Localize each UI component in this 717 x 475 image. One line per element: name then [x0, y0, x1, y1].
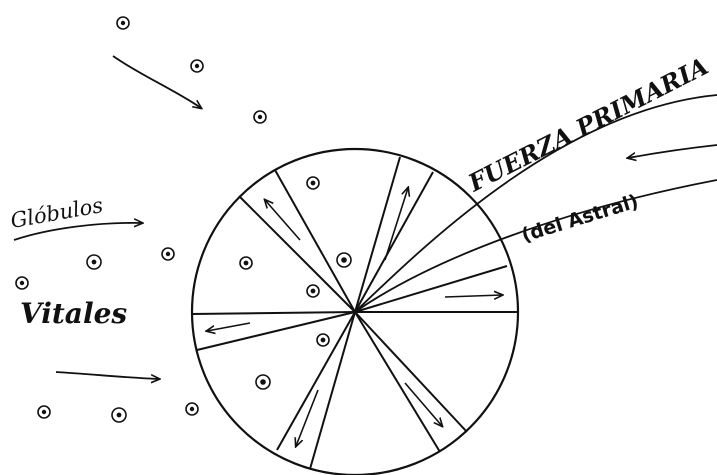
globule-icon	[240, 257, 252, 269]
inner-globules	[240, 177, 351, 389]
globule-icon	[186, 403, 198, 415]
radial-spokes	[192, 157, 518, 469]
curved-arrow-icon	[56, 372, 159, 379]
arrow-right-wedge	[445, 295, 502, 297]
globule-icon	[112, 408, 126, 422]
spoke-upper-left	[239, 196, 355, 312]
globule-icon	[254, 111, 266, 123]
primary-force-arrow-upper	[628, 145, 717, 158]
arrow-left-wedge	[207, 323, 250, 331]
globule-icon	[87, 255, 101, 269]
label-del-astral: (del Astral)	[519, 190, 641, 246]
globule-icon	[191, 60, 203, 72]
curved-arrow-icon	[113, 56, 201, 108]
spoke-left-1	[192, 312, 355, 314]
globule-icon	[162, 248, 174, 260]
spoke-lower-left-2	[310, 312, 355, 469]
label-vitales: Vitales	[20, 297, 127, 330]
label-globulos: Glóbulos	[9, 193, 105, 233]
globule-icon	[38, 406, 50, 418]
spoke-lower-right-2	[355, 312, 467, 432]
globule-icon	[256, 375, 270, 389]
spoke-lower-left-1	[277, 312, 355, 450]
globule-icon	[307, 177, 319, 189]
globule-icon	[337, 253, 351, 267]
spoke-lower-right-1	[355, 312, 440, 452]
globule-icon	[317, 334, 329, 346]
globule-icon	[307, 285, 319, 297]
globule-icon	[16, 277, 28, 289]
primary-force-line-2	[355, 180, 717, 312]
primary-force-lines	[355, 95, 717, 312]
label-fuerza-primaria: FUERZA PRIMARIA	[463, 51, 713, 198]
spoke-left-2	[197, 312, 355, 350]
globule-icon	[117, 17, 129, 29]
